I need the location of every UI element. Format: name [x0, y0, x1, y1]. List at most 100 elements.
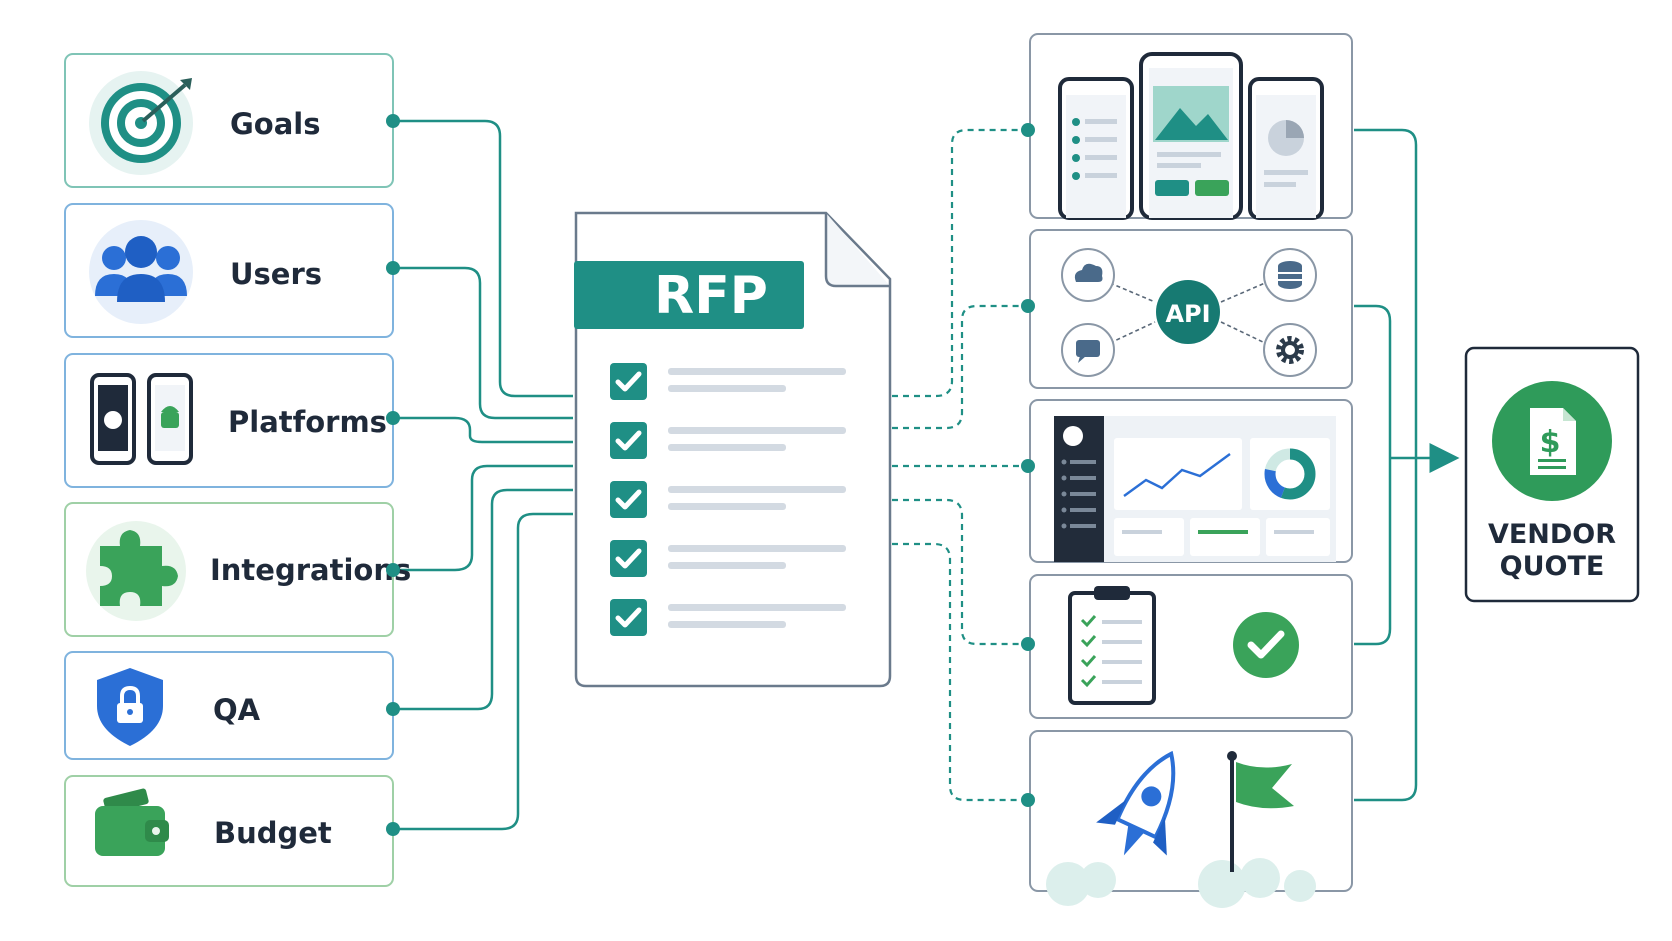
text-line-placeholder: [668, 562, 786, 569]
clipboard-icon: [1068, 586, 1156, 705]
input-card-budget[interactable]: Budget: [64, 775, 400, 887]
phone-list-icon: [1058, 77, 1134, 220]
input-label: Platforms: [228, 405, 387, 439]
rfp-checklist: [610, 363, 846, 636]
connector-dot: [1021, 459, 1035, 473]
connector-integrations: [396, 464, 573, 572]
check-mark-icon: [615, 430, 642, 451]
connector-platforms: [396, 416, 573, 444]
panel-qa-checklist[interactable]: [1021, 574, 1353, 719]
checklist-item: [610, 540, 846, 577]
rfp-document[interactable]: RFP: [574, 211, 892, 688]
vendor-quote-line2: QUOTE: [1500, 551, 1605, 582]
line-chart-icon: [1123, 453, 1231, 497]
text-line-placeholder: [668, 368, 846, 375]
phone-gallery-icon: [1139, 52, 1243, 220]
sidebar-menu-lines: [1061, 459, 1096, 529]
wallet-icon: [95, 788, 169, 856]
input-card-integrations[interactable]: Integrations: [64, 502, 411, 637]
connector-dot: [386, 563, 400, 577]
connector-dot: [1021, 123, 1035, 137]
devices-icon: [90, 373, 193, 465]
target-icon: [89, 71, 193, 175]
input-card-users[interactable]: Users: [64, 203, 400, 338]
output-connectors: [892, 128, 1026, 802]
connector-dot: [386, 411, 400, 425]
avatar: [1063, 426, 1083, 446]
dashed-connector-api: [892, 304, 1026, 430]
input-label: Users: [230, 257, 322, 291]
check-circle-icon: [1233, 612, 1299, 678]
donut-chart-icon: [1264, 448, 1316, 500]
checklist-item: [610, 363, 846, 400]
panel-dashboard[interactable]: [1021, 399, 1353, 563]
api-hub: API: [1156, 280, 1220, 344]
check-mark-icon: [615, 548, 642, 569]
database-icon: [1263, 248, 1317, 302]
stat-card: [1190, 518, 1260, 556]
merge-connector-mobile: [1354, 128, 1418, 458]
merge-connector-launch: [1354, 458, 1418, 802]
connector-dot: [386, 822, 400, 836]
input-card-qa[interactable]: QA: [64, 651, 400, 760]
dashed-connector-mobile: [892, 128, 1026, 398]
merge-connector-qa: [1354, 458, 1392, 646]
panel-api-integrations[interactable]: API: [1021, 229, 1353, 389]
input-label: Integrations: [210, 553, 411, 587]
checkbox-checked-icon: [610, 481, 647, 518]
text-line-placeholder: [668, 604, 846, 611]
input-label: Goals: [230, 107, 321, 141]
input-card-goals[interactable]: Goals: [64, 53, 400, 188]
check-mark-icon: [615, 607, 642, 628]
checkbox-checked-icon: [610, 599, 647, 636]
dashed-connector-launch: [892, 542, 1026, 802]
panel-mobile-screens[interactable]: [1021, 33, 1353, 220]
text-line-placeholder: [668, 385, 786, 392]
connector-budget: [396, 512, 573, 831]
connector-dot: [1021, 299, 1035, 313]
gear-icon: [1263, 323, 1317, 377]
donut-chart-card: [1250, 438, 1330, 510]
connector-dot: [386, 261, 400, 275]
checkbox-checked-icon: [610, 422, 647, 459]
connector-dot: [386, 702, 400, 716]
checkbox-checked-icon: [610, 540, 647, 577]
connector-goals: [396, 119, 573, 398]
dashed-connector-qa: [892, 498, 1026, 646]
checklist-item: [610, 599, 846, 636]
stat-card: [1114, 518, 1184, 556]
checklist-item: [610, 481, 846, 518]
api-hub-label: API: [1165, 300, 1210, 328]
connector-dot: [386, 114, 400, 128]
puzzle-icon: [86, 521, 186, 621]
panel-launch[interactable]: [1021, 730, 1353, 908]
invoice-dollar-icon: $: [1492, 381, 1612, 501]
input-connectors: [396, 119, 573, 831]
vendor-quote-card[interactable]: $ VENDOR QUOTE: [1464, 346, 1640, 603]
check-mark-icon: [615, 489, 642, 510]
quote-connectors: [1354, 128, 1460, 802]
vendor-quote-line1: VENDOR: [1488, 519, 1616, 550]
dollar-symbol: $: [1540, 425, 1561, 460]
stat-card: [1266, 518, 1330, 556]
phone-chart-icon: [1248, 77, 1324, 220]
users-icon: [89, 220, 193, 324]
text-line-placeholder: [668, 427, 846, 434]
text-line-placeholder: [668, 486, 846, 493]
rfp-title-banner: [574, 261, 804, 329]
rfp-title: RFP: [654, 266, 768, 326]
connector-dot: [1021, 793, 1035, 807]
check-mark-icon: [615, 371, 642, 392]
connector-users: [396, 266, 573, 420]
input-card-platforms[interactable]: Platforms: [64, 353, 400, 488]
api-links: [1109, 282, 1266, 344]
text-line-placeholder: [668, 503, 786, 510]
checklist-item: [610, 422, 846, 459]
checkbox-checked-icon: [610, 363, 647, 400]
text-line-placeholder: [668, 621, 786, 628]
flag-icon: [1227, 751, 1294, 872]
merge-connector-api: [1354, 304, 1392, 458]
text-line-placeholder: [668, 444, 786, 451]
connector-dot: [1021, 637, 1035, 651]
